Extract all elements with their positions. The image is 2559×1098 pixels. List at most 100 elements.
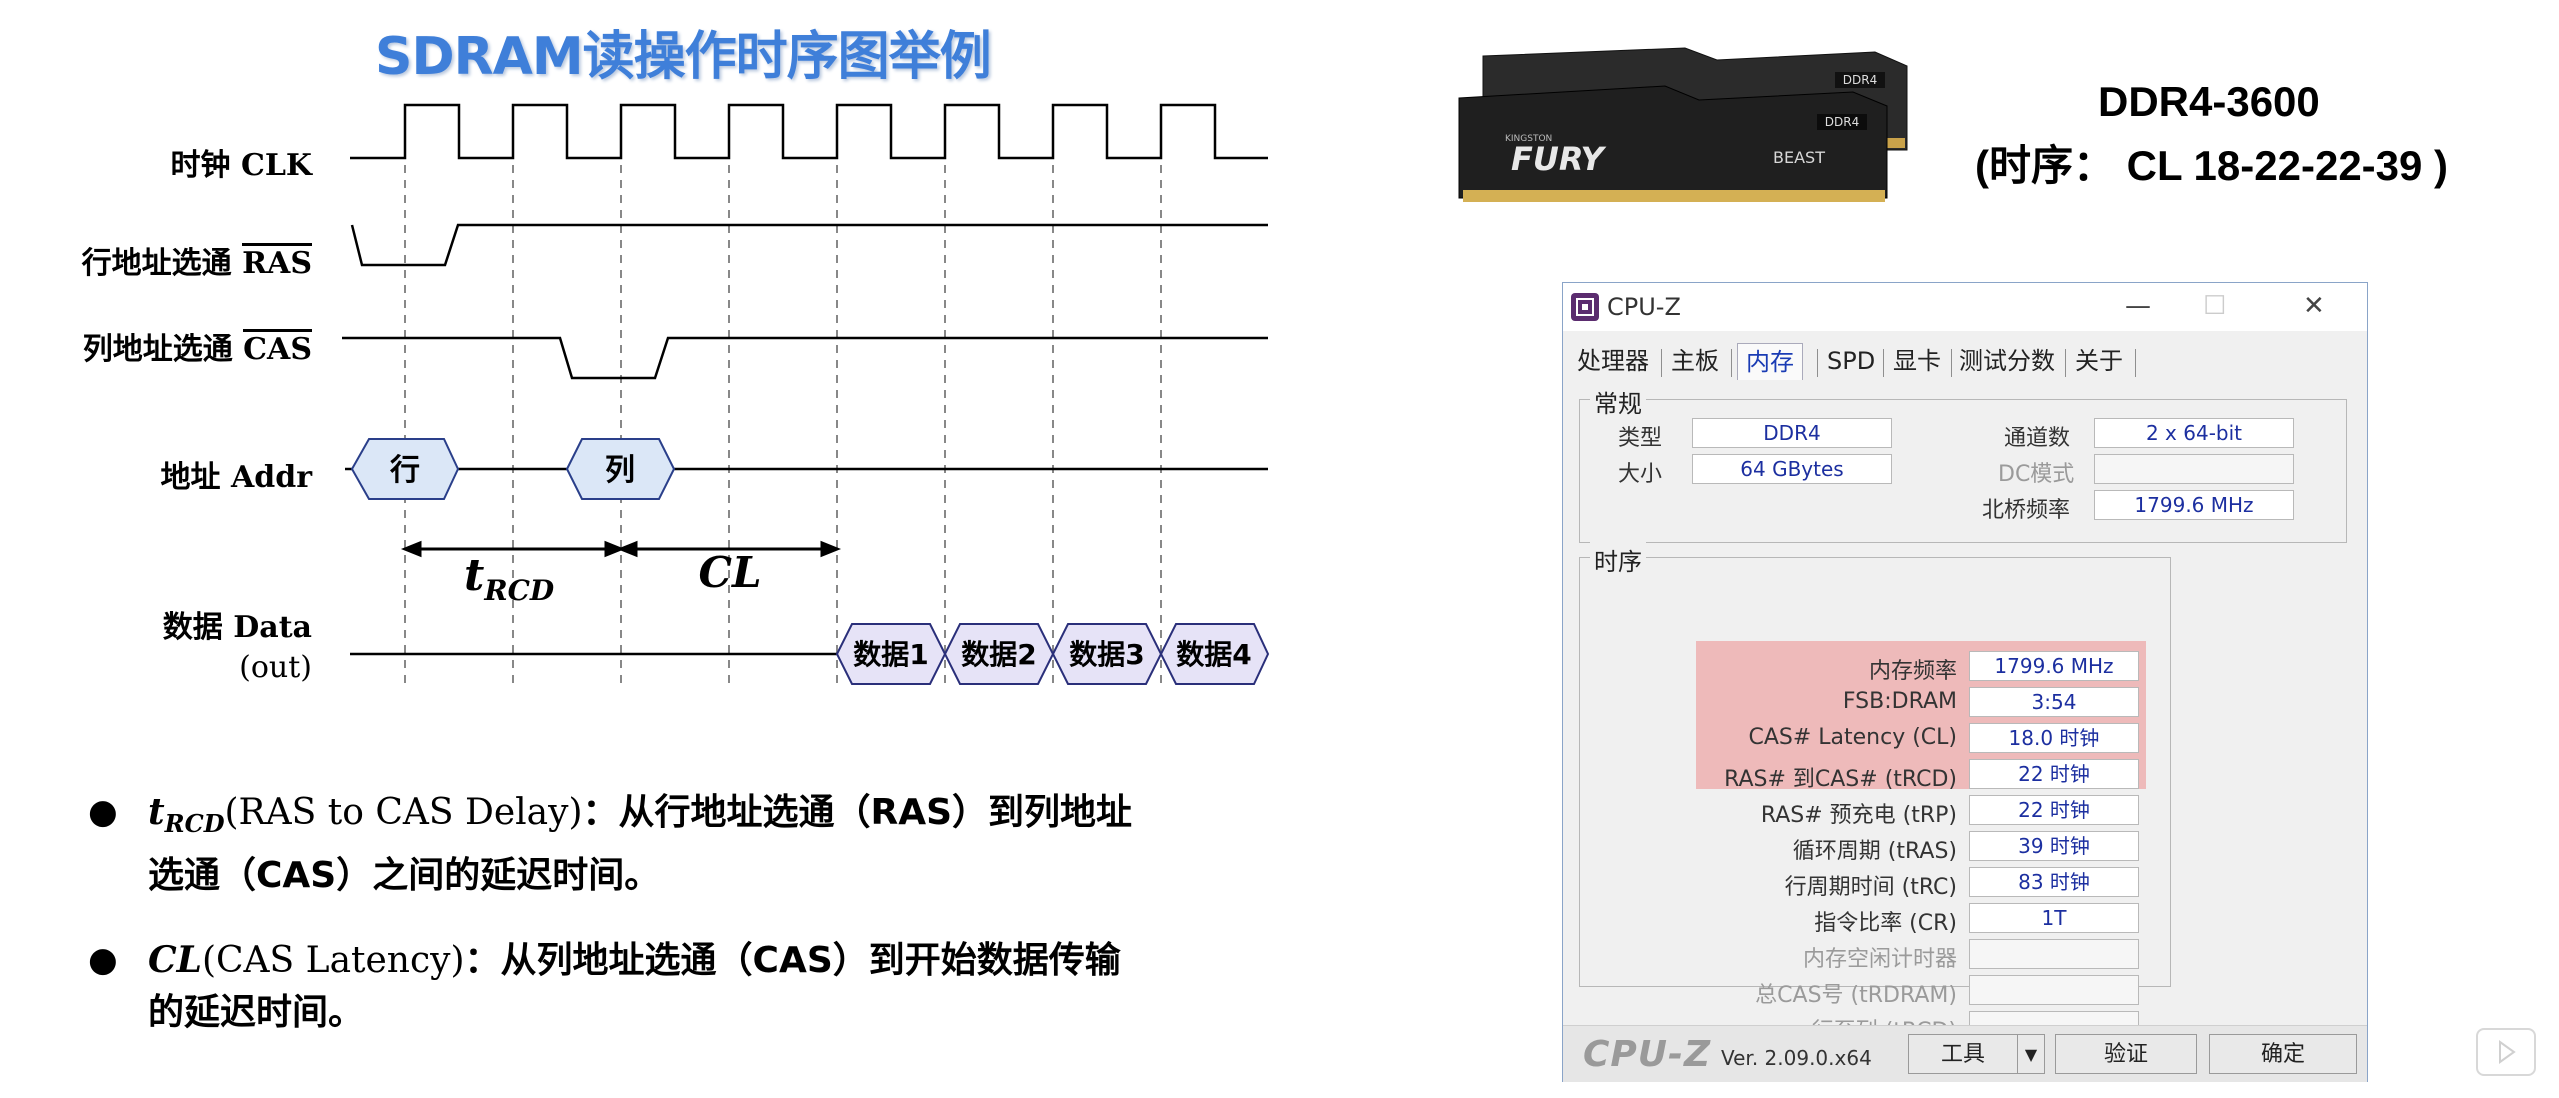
- cpuz-title: CPU-Z: [1607, 293, 1681, 321]
- note-cl: ● CL(CAS Latency)：从列地址选通（CAS）到开始数据传输 的延迟…: [88, 934, 1268, 1039]
- timing-row-label: 行周期时间 (tRC): [1784, 875, 1957, 900]
- cpuz-app-icon: [1571, 293, 1599, 321]
- timing-row-value: 39 时钟: [1969, 831, 2139, 861]
- tab-mainboard[interactable]: 主板: [1671, 347, 1719, 375]
- size-label: 大小: [1618, 462, 1663, 487]
- ras-label-prefix: 行地址选通: [81, 246, 243, 281]
- ram-stick-front: DDR4 FURY BEAST KINGSTON: [1458, 85, 1888, 202]
- clk-label: 时钟 CLK: [170, 148, 313, 183]
- size-value: 64 GBytes: [1692, 454, 1892, 484]
- trcd-label: tRCD: [464, 550, 555, 607]
- timing-row-value: 22 时钟: [1969, 759, 2139, 789]
- data-label-line2: (out): [239, 650, 312, 685]
- general-group: 常规 类型 DDR4 大小 64 GBytes 通道数 2 x 64-bit D…: [1579, 384, 2347, 543]
- cpuz-titlebar[interactable]: CPU-Z — ☐ ✕: [1563, 283, 2367, 331]
- maker-label: KINGSTON: [1505, 134, 1552, 144]
- addr-row-text: 行: [389, 453, 420, 488]
- timing-row-label: FSB:DRAM: [1842, 689, 1957, 714]
- data-label-line1: 数据 Data: [162, 610, 312, 645]
- tab-spd[interactable]: SPD: [1827, 347, 1876, 375]
- type-label: 类型: [1618, 426, 1663, 451]
- timing-row-value: 1799.6 MHz: [1969, 651, 2139, 681]
- note-trcd-math: tRCD: [148, 791, 225, 838]
- tab-cpu[interactable]: 处理器: [1577, 347, 1649, 375]
- close-icon[interactable]: ✕: [2303, 291, 2325, 321]
- data-label: 数据 Data (out): [163, 608, 312, 688]
- note-trcd-main: t: [148, 791, 165, 833]
- timing-row-value: 18.0 时钟: [1969, 723, 2139, 753]
- timings-title: 时序: [1590, 542, 1646, 577]
- beast-label: BEAST: [1773, 148, 1825, 167]
- cpuz-footer-logo: CPU-Z: [1583, 1034, 1712, 1075]
- timing-row-label: RAS# 到CAS# (tRCD): [1724, 767, 1957, 792]
- tab-graphics[interactable]: 显卡: [1893, 347, 1941, 375]
- timing-row-value: 83 时钟: [1969, 867, 2139, 897]
- ras-label-signal: RAS: [242, 243, 312, 281]
- data-line: 数据1 数据2 数据3 数据4: [350, 623, 1270, 685]
- ras-label: 行地址选通 RAS: [82, 238, 312, 282]
- note-cl-paren: (CAS Latency): [201, 940, 465, 981]
- clock-guide-lines: [404, 165, 1162, 690]
- nb-freq-label: 北桥频率: [1982, 498, 2071, 523]
- general-title: 常规: [1590, 384, 1646, 419]
- minimize-icon[interactable]: —: [2125, 291, 2151, 321]
- ras-waveform: [350, 223, 1268, 267]
- note-cl-text-a: ：从列地址选通（CAS）到开始数据传输: [464, 940, 1121, 981]
- channels-label: 通道数: [2004, 426, 2071, 451]
- ddr-timing-label: (时序： CL 18-22-22-39 ): [1975, 142, 2449, 189]
- data-1-text: 数据1: [853, 638, 928, 671]
- ddr-module-image: DDR4 DDR4 FURY BEAST KINGSTON: [1458, 47, 1908, 202]
- play-icon[interactable]: [2476, 1028, 2536, 1076]
- channels-value: 2 x 64-bit: [2094, 418, 2294, 448]
- note-trcd-paren: (RAS to CAS Delay): [224, 792, 583, 833]
- cpuz-version: Ver. 2.09.0.x64: [1721, 1046, 1872, 1070]
- bullet-dot: ●: [88, 940, 118, 980]
- note-trcd-text-b: 选通（CAS）之间的延迟时间。: [148, 855, 661, 897]
- cl-label: CL: [699, 548, 762, 597]
- addr-label: 地址 Addr: [160, 460, 312, 495]
- note-cl-math: CL: [148, 939, 202, 981]
- note-trcd-text-a: ：从行地址选通（RAS）到列地址: [582, 792, 1133, 833]
- maximize-icon[interactable]: ☐: [2203, 291, 2227, 321]
- data-3-text: 数据3: [1069, 638, 1144, 671]
- tab-about[interactable]: 关于: [2075, 347, 2123, 375]
- validate-button[interactable]: 验证: [2055, 1034, 2197, 1074]
- interval-arrows: [400, 540, 842, 558]
- bullet-dot: ●: [88, 792, 118, 832]
- tools-button[interactable]: 工具: [1908, 1034, 2018, 1074]
- timing-row-label: 内存频率: [1868, 659, 1957, 684]
- timing-row-label: CAS# Latency (CL): [1748, 725, 1957, 750]
- cas-waveform: [342, 336, 1268, 380]
- note-trcd: ● tRCD(RAS to CAS Delay)：从行地址选通（RAS）到列地址…: [88, 786, 1268, 902]
- timings-group: 时序: [1579, 542, 2171, 987]
- ddr-model-label: DDR4-3600: [2098, 78, 2320, 125]
- cas-label-signal: CAS: [243, 329, 312, 367]
- trcd-main: t: [464, 550, 484, 601]
- data-block-4: [1159, 623, 1270, 685]
- cpuz-footer: CPU-Z Ver. 2.09.0.x64 工具 ▼ 验证 确定: [1563, 1025, 2367, 1082]
- note-trcd-sub: RCD: [164, 809, 225, 839]
- ok-button[interactable]: 确定: [2209, 1034, 2357, 1074]
- cpuz-window: CPU-Z — ☐ ✕ 处理器 主板 内存 SPD 显卡 测试分数 关于 常规 …: [1562, 282, 2368, 1082]
- cas-label: 列地址选通 CAS: [83, 324, 312, 368]
- trcd-sub: RCD: [483, 574, 555, 607]
- timing-row-label: 内存空闲计时器: [1802, 947, 1957, 972]
- addr-line: 行 列: [345, 438, 1268, 500]
- sticker-back: DDR4: [1843, 73, 1877, 87]
- tab-memory[interactable]: 内存: [1737, 343, 1803, 380]
- dc-mode-label: DC模式: [1998, 462, 2075, 487]
- timing-row-value: 22 时钟: [1969, 795, 2139, 825]
- cas-label-prefix: 列地址选通: [82, 332, 244, 367]
- nb-freq-value: 1799.6 MHz: [2094, 490, 2294, 520]
- timing-row-value: 3:54: [1969, 687, 2139, 717]
- data-2-text: 数据2: [961, 638, 1036, 671]
- timing-row-label: RAS# 预充电 (tRP): [1760, 803, 1957, 828]
- timing-row-label: 循环周期 (tRAS): [1792, 839, 1957, 864]
- fury-logo: FURY: [1511, 140, 1607, 178]
- clk-waveform: [350, 103, 1268, 160]
- tab-bench[interactable]: 测试分数: [1959, 347, 2055, 375]
- addr-block-col: [565, 438, 676, 500]
- timing-row-label: 总CAS号 (tRDRAM): [1755, 983, 1957, 1008]
- slide-title: SDRAM读操作时序图举例: [375, 27, 992, 87]
- tools-dropdown-icon[interactable]: ▼: [2017, 1034, 2045, 1074]
